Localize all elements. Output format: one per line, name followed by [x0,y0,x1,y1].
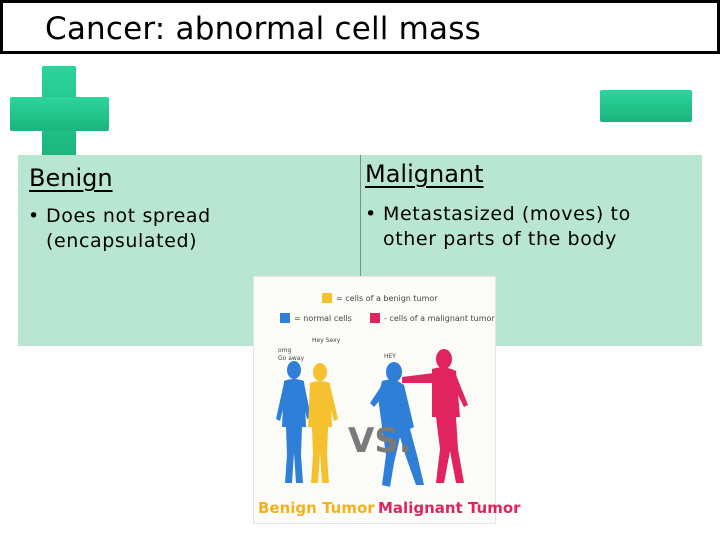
versus-label: VS. [348,421,412,461]
legend-normal: = normal cells [294,314,352,323]
malignant-cell-figure [402,349,468,483]
benign-swatch [322,293,332,303]
benign-caption: Benign Tumor [258,499,375,517]
title-bar: Cancer: abnormal cell mass [0,0,720,54]
bullet-icon: • [365,203,377,225]
malignant-caption: Malignant Tumor [378,499,521,517]
pushed-cell-figure [370,362,424,487]
figures-svg [276,349,468,487]
benign-cell-figure [308,363,338,483]
malignant-swatch [370,313,380,323]
plus-icon-bar [10,97,109,131]
speech-note: Hey Sexy [312,337,341,344]
benign-point-text: Does not spread (encapsulated) [46,205,211,252]
bullet-icon: • [28,205,40,227]
malignant-point-text: Metastasized (moves) to other parts of t… [383,203,631,250]
legend-benign: = cells of a benign tumor [336,294,438,303]
speech-note: Go away [278,355,305,362]
column-divider [360,155,361,346]
normal-swatch [280,313,290,323]
slide-title: Cancer: abnormal cell mass [45,11,481,47]
normal-cell-figure [276,361,311,483]
tumor-illustration: = cells of a benign tumor = normal cells… [253,276,521,524]
speech-note: omg [278,347,292,354]
malignant-heading: Malignant [365,160,484,188]
legend-malignant: - cells of a malignant tumor [384,314,495,323]
benign-point: • Does not spread (encapsulated) [28,204,348,254]
malignant-point: • Metastasized (moves) to other parts of… [365,202,700,252]
benign-heading: Benign [29,164,113,192]
minus-icon [600,90,692,122]
speech-note: HEY [384,353,396,360]
